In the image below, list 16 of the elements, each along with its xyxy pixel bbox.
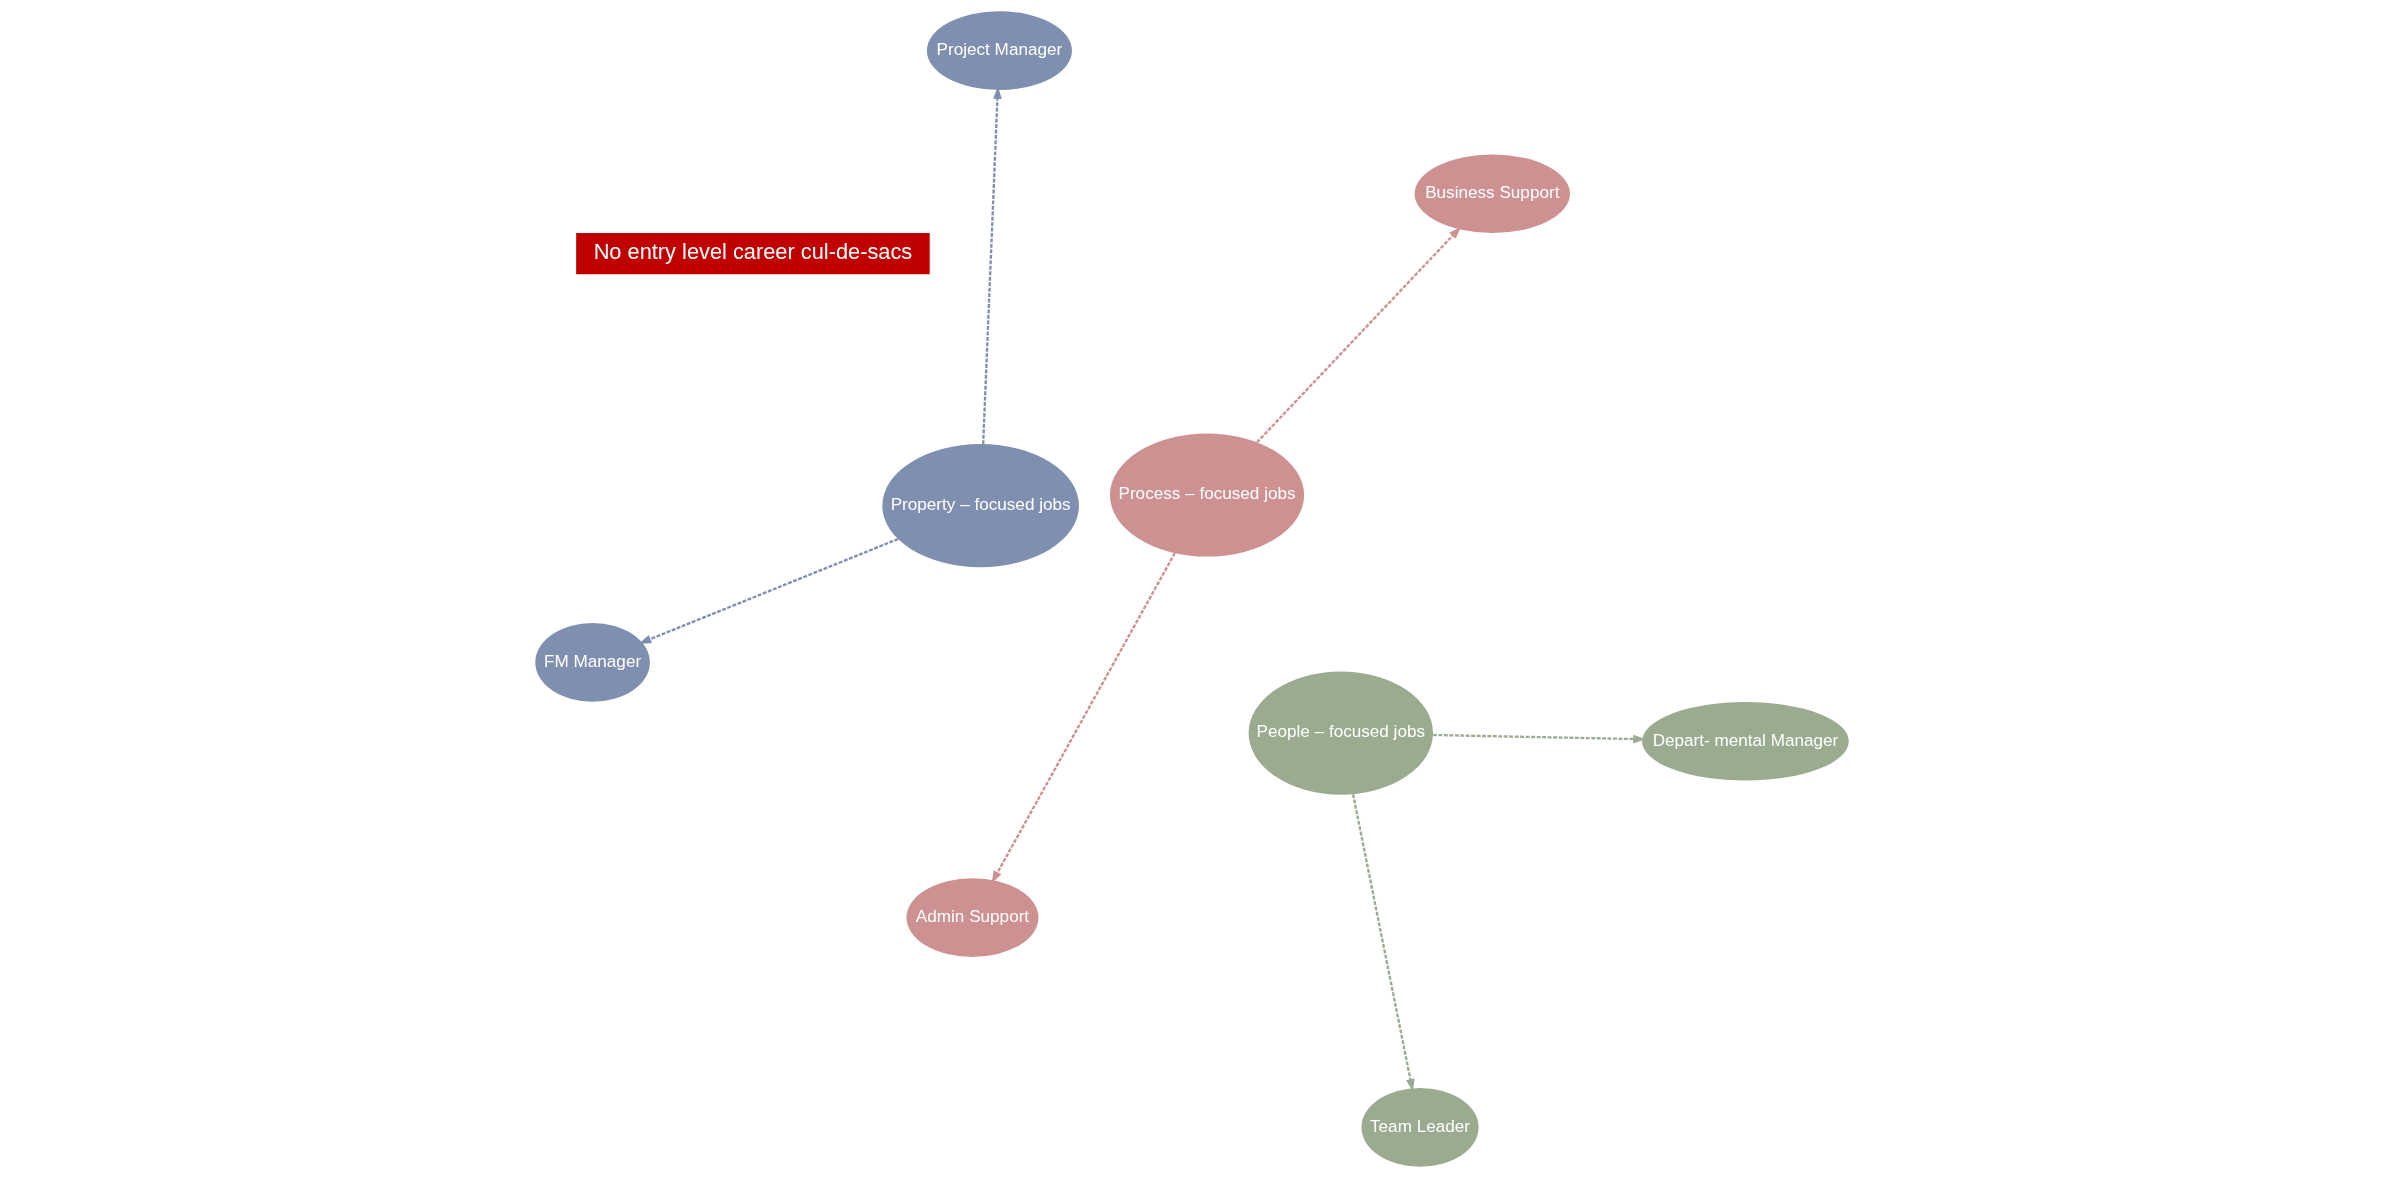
node-ellipse: FM Manager <box>535 623 650 702</box>
arrow <box>982 86 1002 445</box>
arrow <box>1433 733 1646 744</box>
node-ellipse: Admin Support <box>906 878 1039 957</box>
arrow <box>638 538 899 644</box>
arrow <box>1256 226 1462 444</box>
node-ellipse: People – focused jobs <box>1248 671 1433 795</box>
node-ellipse: Team Leader <box>1361 1088 1479 1167</box>
arrow <box>991 552 1176 884</box>
node-ellipse: Project Manager <box>926 11 1072 90</box>
arrow <box>1351 794 1415 1092</box>
node-ellipse: Depart- mental Manager <box>1642 701 1849 781</box>
node-ellipse: Business Support <box>1414 154 1570 234</box>
node-ellipse: Property – focused jobs <box>882 444 1079 568</box>
node-ellipse: Process – focused jobs <box>1109 433 1305 557</box>
node-box: No entry level career cul-de-sacs <box>576 233 930 275</box>
